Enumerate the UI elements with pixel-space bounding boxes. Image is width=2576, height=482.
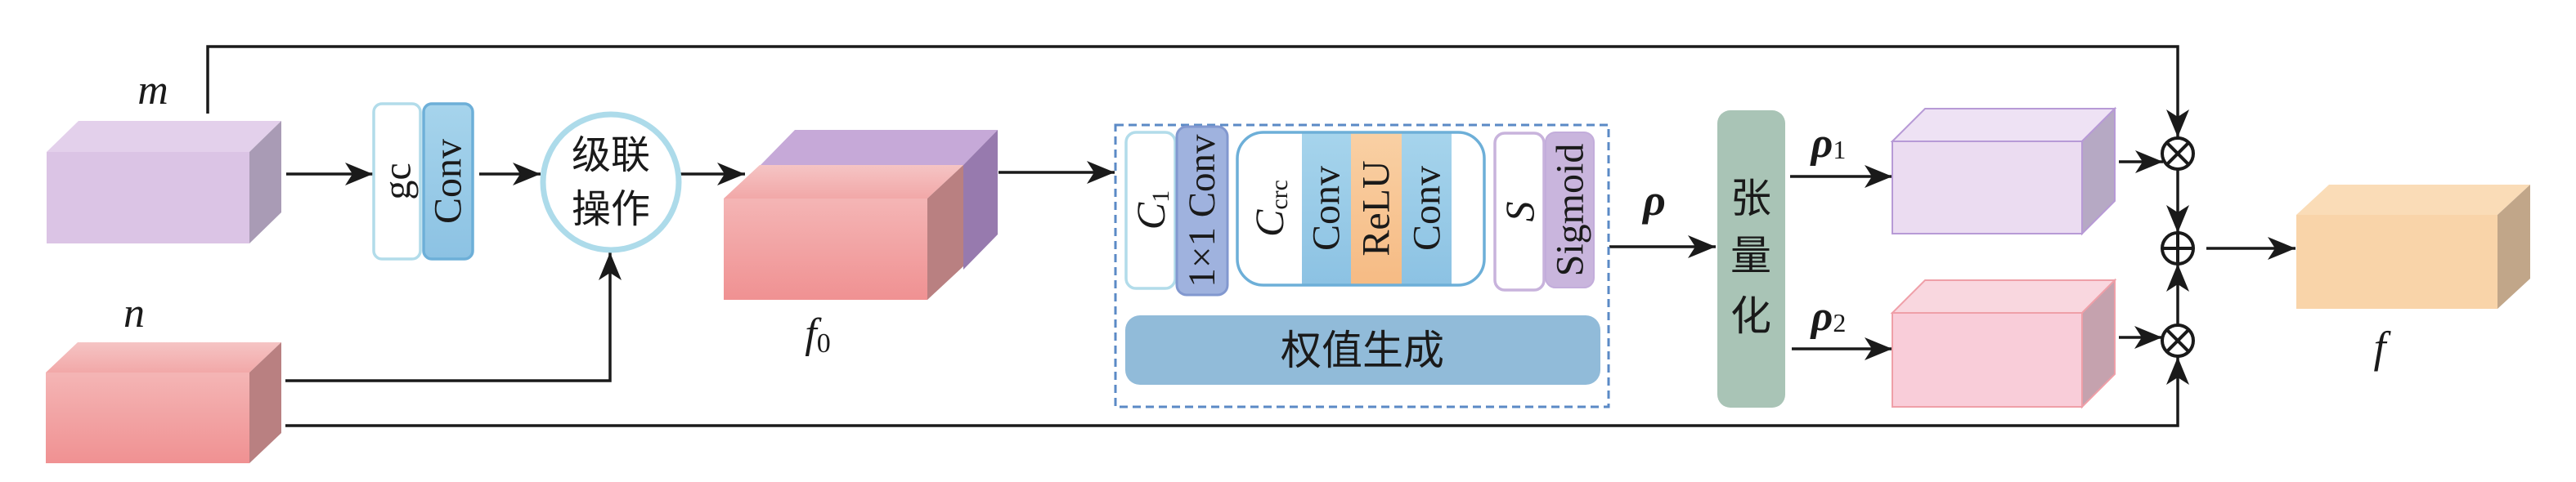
- gc-label: gc: [376, 163, 420, 199]
- rho2-side-face: [2081, 278, 2116, 409]
- tensorization-char-3: 化: [1730, 292, 1771, 340]
- multiply-operator-2-stroke-b: [2165, 328, 2190, 353]
- sigmoid-box: [1545, 132, 1595, 288]
- crc-conv-1-band: [1302, 133, 1351, 284]
- rho1-weight-cuboid: [1890, 106, 2117, 236]
- input-m-label: m: [137, 67, 168, 114]
- rho-label: ρ: [1641, 176, 1666, 225]
- c1-subscript: 1: [1147, 190, 1174, 203]
- rho2-label: ρ2: [1810, 293, 1847, 340]
- concat-node: 级联 操作: [540, 111, 682, 253]
- c1-box: [1124, 131, 1177, 290]
- rho2-subscript: 2: [1833, 308, 1846, 337]
- rho2-front-face: [1892, 312, 2083, 408]
- tensorization-block: 张 量 化: [1717, 110, 1785, 408]
- output-f-cuboid: [2296, 185, 2530, 309]
- crc-conv-1-label: Conv: [1305, 166, 1349, 251]
- skip-line-n-to-multiply-2: [285, 357, 2189, 427]
- crc-conv-2-label: Conv: [1406, 166, 1449, 251]
- output-f-label: f: [2373, 323, 2391, 372]
- tensorization-bar: [1717, 110, 1785, 408]
- f0-front-top-face: [724, 165, 963, 199]
- conv1x1-label: 1×1 Conv: [1181, 134, 1223, 288]
- f0-back-top-face: [761, 130, 998, 165]
- c1-symbol: C: [1128, 202, 1174, 230]
- rho1-top-face: [1890, 108, 2117, 142]
- input-m-front-face: [47, 152, 249, 243]
- tensorization-char-1: 张: [1730, 175, 1771, 222]
- crc-label: Ccrc: [1246, 180, 1293, 237]
- output-top-face: [2296, 185, 2530, 215]
- input-m-cuboid: [47, 121, 281, 243]
- rho1-symbol: ρ: [1810, 120, 1833, 167]
- gc-conv-box: [422, 102, 474, 261]
- input-n-label: n: [123, 290, 145, 337]
- input-n-cuboid: [46, 342, 281, 463]
- output-side-face: [2497, 185, 2530, 309]
- f0-front-side-face: [927, 165, 963, 300]
- input-n-front-face: [46, 373, 249, 463]
- c1-label: C1: [1128, 190, 1174, 230]
- concat-ring: [540, 111, 682, 253]
- rho1-side-face: [2081, 106, 2116, 236]
- rho2-symbol: ρ: [1810, 293, 1833, 340]
- s-label: S: [1497, 202, 1542, 222]
- connections: [206, 45, 2296, 427]
- multiply-operator-1-icon: [2161, 136, 2195, 171]
- weight-generation-bar: [1125, 315, 1600, 385]
- rho2-weight-cuboid: [1890, 278, 2117, 409]
- concat-label-line-2: 操作: [572, 186, 650, 232]
- f0-back-side-face: [963, 130, 998, 270]
- crc-block-border: [1236, 131, 1486, 287]
- crc-symbol: C: [1246, 209, 1292, 237]
- weight-generation-title: 权值生成: [1281, 327, 1444, 374]
- rho1-label: ρ1: [1810, 120, 1847, 167]
- add-operator-icon: [2161, 231, 2195, 266]
- crc-relu-label: ReLU: [1355, 160, 1398, 256]
- gc-conv-label: Conv: [427, 139, 470, 224]
- gc-conv-block: gc Conv: [372, 102, 474, 261]
- output-front-face: [2296, 215, 2497, 309]
- f0-front-face: [724, 199, 927, 300]
- s-box: [1493, 132, 1546, 292]
- rho1-front-face: [1892, 141, 2083, 234]
- multiply-operator-1-stroke-b: [2165, 141, 2190, 166]
- crc-subscript: crc: [1266, 180, 1293, 210]
- gc-box: [372, 102, 422, 261]
- weight-generation-frame: [1114, 123, 1610, 408]
- rho1-subscript: 1: [1833, 135, 1846, 164]
- weight-generation-module: C1 1×1 Conv Ccrc Conv ReLU Conv S Sigmoi…: [1114, 123, 1610, 408]
- input-m-top-face: [47, 121, 281, 152]
- f0-label: f0: [805, 310, 830, 359]
- conv1x1-box: [1175, 125, 1229, 297]
- skip-line-m-to-multiply-1: [206, 45, 2189, 137]
- input-m-side-face: [249, 121, 281, 243]
- input-n-top-face: [46, 342, 281, 373]
- f0-subscript: 0: [817, 328, 831, 359]
- arrow-n-to-concat: [285, 252, 622, 382]
- concat-label-line-1: 级联: [572, 132, 650, 178]
- rho2-top-face: [1890, 279, 2117, 314]
- sigmoid-label: Sigmoid: [1549, 144, 1592, 277]
- crc-relu-band: [1351, 133, 1402, 284]
- f0-cuboid: [724, 130, 998, 300]
- input-n-side-face: [249, 342, 281, 463]
- crc-conv-2-band: [1402, 133, 1452, 284]
- multiply-operator-2-icon: [2161, 324, 2195, 358]
- tensorization-char-2: 量: [1730, 232, 1771, 279]
